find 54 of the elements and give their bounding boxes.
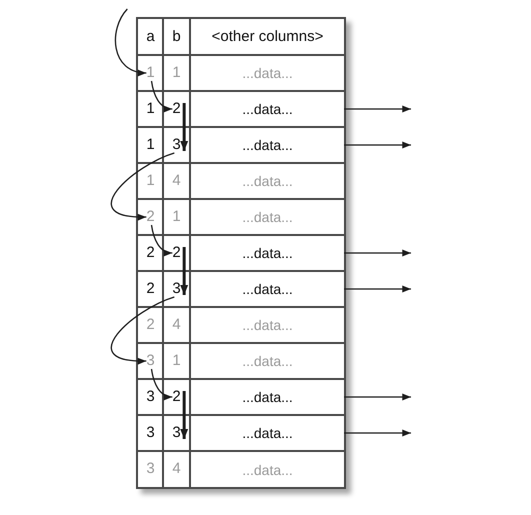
row-data: ...data... xyxy=(191,90,344,128)
row-data: ...data... xyxy=(191,378,344,416)
row-data: ...data... xyxy=(191,198,344,236)
key-number: 4 xyxy=(172,173,181,189)
column-header: a xyxy=(146,29,155,45)
key-number: 3 xyxy=(146,425,155,441)
arrow xyxy=(344,142,411,148)
key-number: 2 xyxy=(172,101,181,117)
arrow xyxy=(344,394,411,400)
key-number: 3 xyxy=(146,353,155,369)
arrow xyxy=(344,106,411,112)
curved-arrow xyxy=(114,8,146,76)
arrow xyxy=(344,286,411,292)
row-data: ...data... xyxy=(191,234,344,272)
down-arrow xyxy=(180,391,188,439)
key-number: 3 xyxy=(172,281,181,297)
key-number: 3 xyxy=(146,389,155,405)
key-number: 2 xyxy=(146,317,155,333)
curved-arrow xyxy=(110,296,175,364)
key-number: 2 xyxy=(146,245,155,261)
row-data: ...data... xyxy=(191,126,344,164)
row-data: ...data... xyxy=(191,270,344,308)
key-number: 1 xyxy=(146,137,155,153)
row-data: ...data... xyxy=(191,162,344,200)
key-number: 3 xyxy=(146,461,155,477)
row-data: ...data... xyxy=(191,342,344,380)
curved-arrow xyxy=(110,152,175,220)
row-data: ...data... xyxy=(191,54,344,92)
column-header: <other columns> xyxy=(191,19,344,56)
curved-arrow xyxy=(150,368,172,400)
curved-arrow xyxy=(150,80,172,112)
key-number: 2 xyxy=(146,281,155,297)
key-number: 1 xyxy=(172,353,181,369)
key-number: 4 xyxy=(172,317,181,333)
key-number: 1 xyxy=(146,65,155,81)
down-arrow xyxy=(180,103,188,151)
key-number: 4 xyxy=(172,461,181,477)
key-number: 3 xyxy=(172,137,181,153)
row-data: ...data... xyxy=(191,306,344,344)
key-number: 2 xyxy=(172,389,181,405)
down-arrow xyxy=(180,247,188,295)
key-number: 1 xyxy=(172,65,181,81)
curved-arrow xyxy=(150,224,172,256)
arrow xyxy=(344,430,411,436)
key-number: 1 xyxy=(172,209,181,225)
key-number: 1 xyxy=(146,101,155,117)
column-header: b xyxy=(172,29,181,45)
key-number: 2 xyxy=(146,209,155,225)
row-data: ...data... xyxy=(191,450,344,487)
arrow xyxy=(344,250,411,256)
key-number: 3 xyxy=(172,425,181,441)
key-number: 2 xyxy=(172,245,181,261)
key-number: 1 xyxy=(146,173,155,189)
row-data: ...data... xyxy=(191,414,344,452)
